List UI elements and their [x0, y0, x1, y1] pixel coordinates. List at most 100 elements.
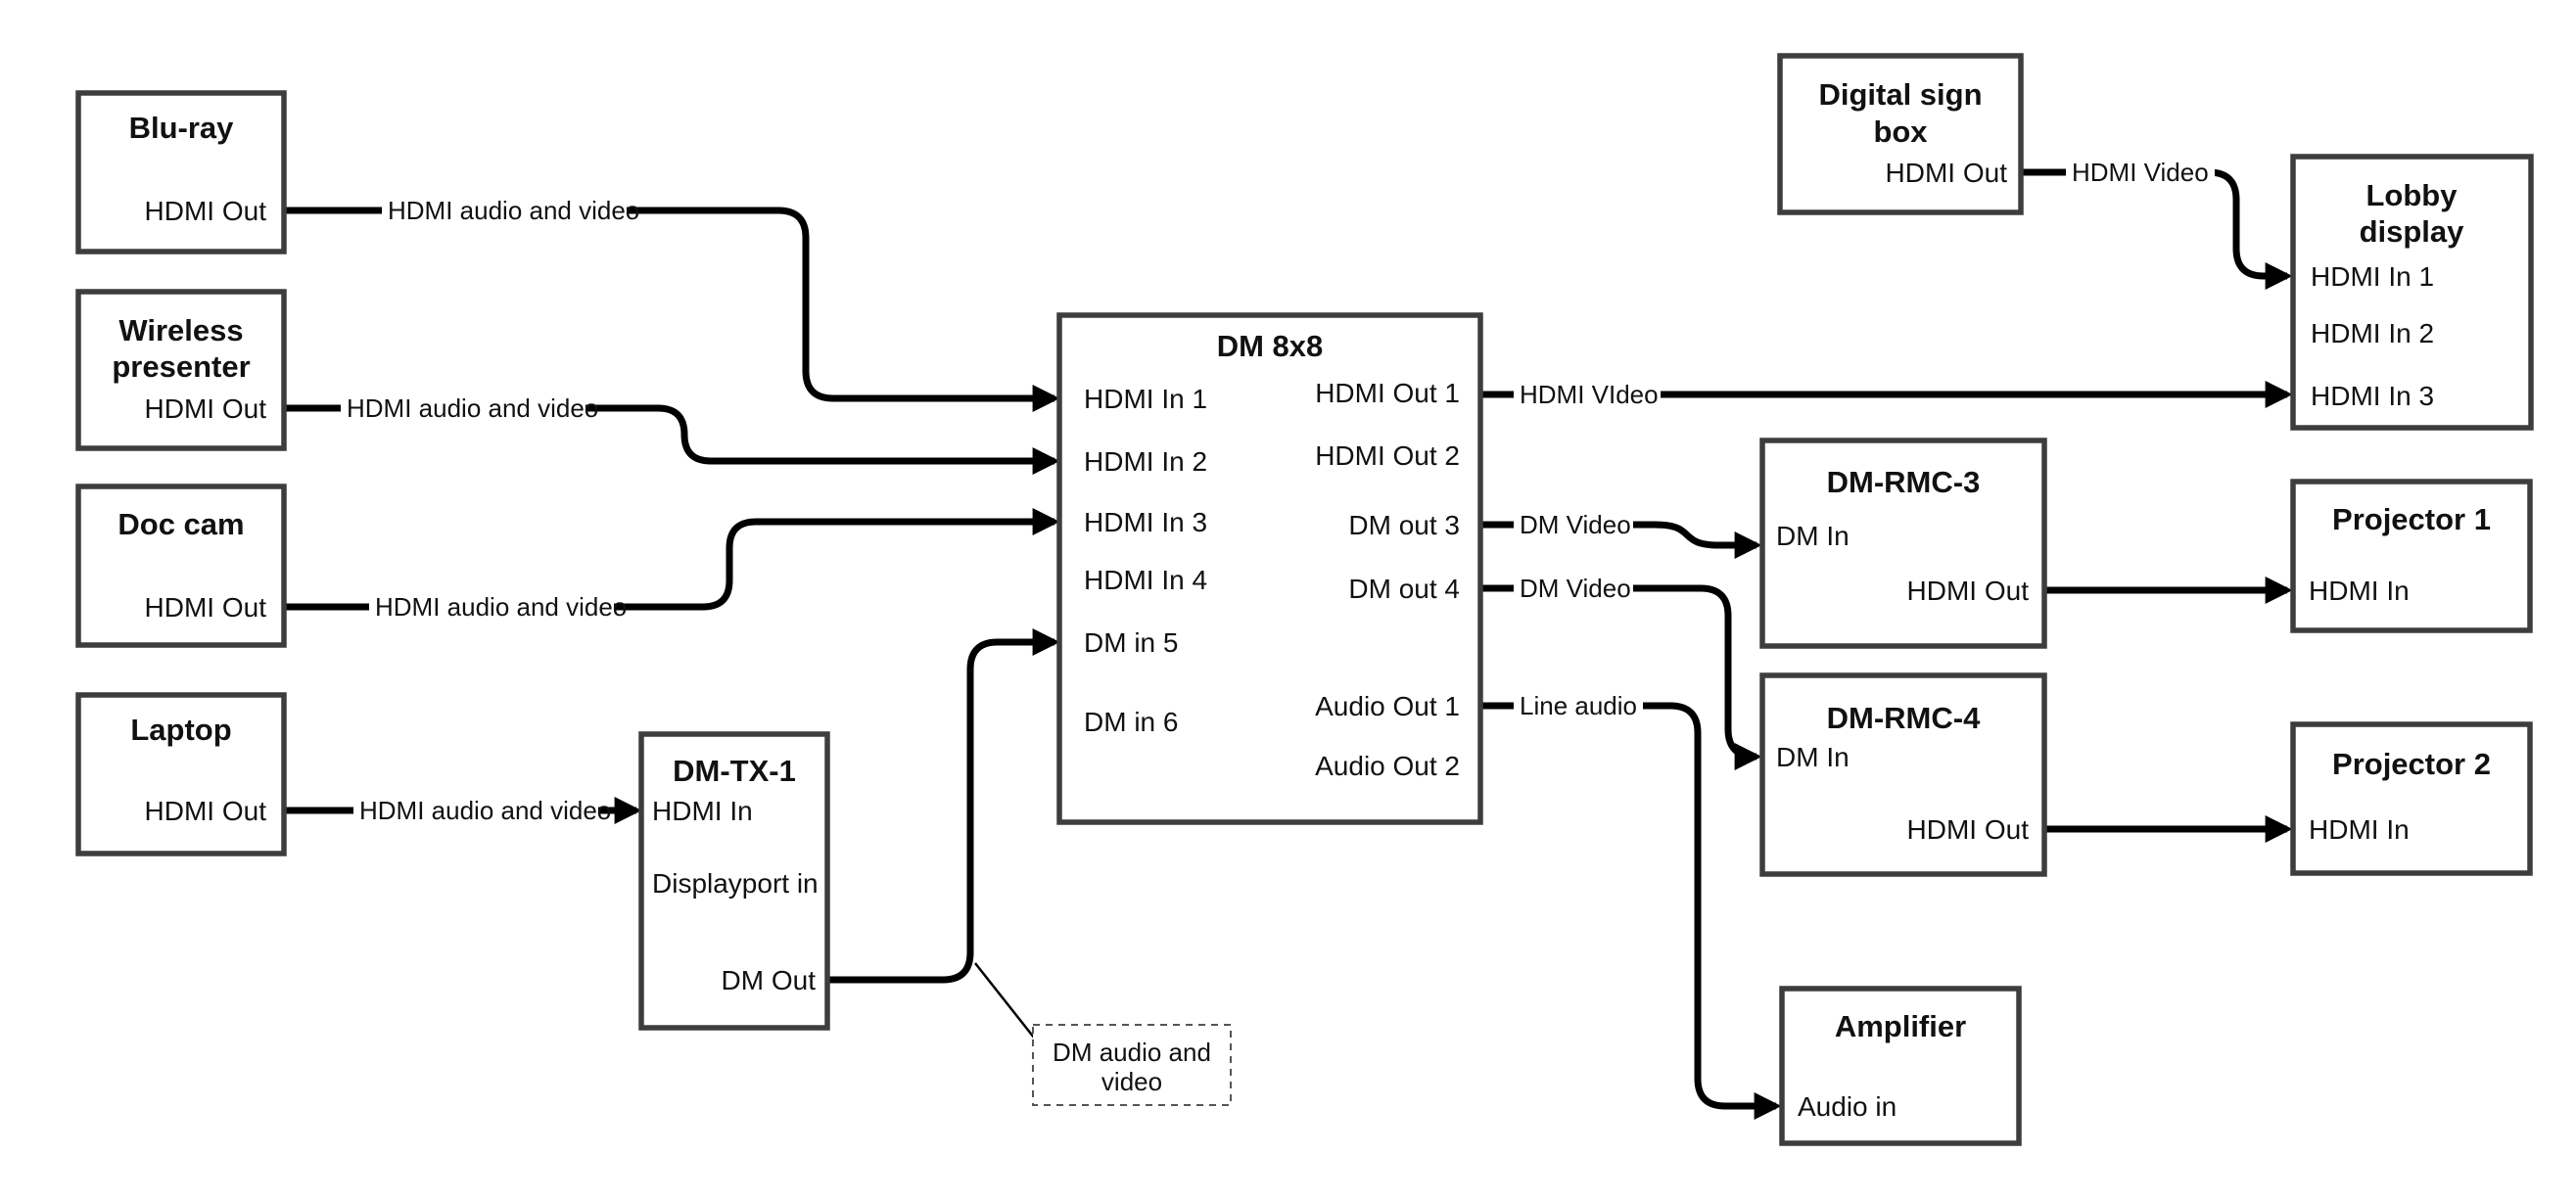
node-laptop: Laptop HDMI Out: [75, 692, 287, 856]
edge-label-bg: [1514, 506, 1633, 543]
node-dmrmc4-title: DM-RMC-4: [1827, 701, 1981, 735]
node-laptop-box: [75, 692, 287, 856]
port-dm8x8-hdmi-out-1: HDMI Out 1: [1315, 378, 1460, 408]
annotation-text-line1: DM audio and: [1053, 1038, 1211, 1067]
node-dmrmc4-box: [1759, 672, 2047, 877]
node-bluray-title: Blu-ray: [129, 111, 235, 145]
port-dm8x8-hdmi-out-2: HDMI Out 2: [1315, 440, 1460, 471]
port-dmtx1-dm-out: DM Out: [722, 965, 817, 995]
edge-label-bluray: HDMI audio and video: [388, 196, 639, 225]
node-projector2: Projector 2 HDMI In: [2290, 721, 2533, 876]
port-dmtx1-displayport-in: Displayport in: [652, 868, 819, 899]
node-dmrmc3: DM-RMC-3 DM In HDMI Out: [1759, 438, 2047, 649]
port-dmrmc4-hdmi-out: HDMI Out: [1907, 814, 2030, 845]
node-wireless-title-line2: presenter: [112, 349, 250, 384]
port-amplifier-audio-in: Audio in: [1798, 1091, 1897, 1122]
node-wireless-title-line1: Wireless: [118, 313, 243, 347]
node-amplifier-title: Amplifier: [1835, 1009, 1966, 1043]
edge-label-bg: [2066, 154, 2215, 191]
edge-labels: HDMI audio and video HDMI audio and vide…: [341, 154, 2215, 829]
port-dm8x8-audio-out-2: Audio Out 2: [1315, 751, 1460, 781]
node-doccam-box: [75, 484, 287, 648]
node-amplifier: Amplifier Audio in: [1779, 986, 2022, 1146]
port-laptop-hdmi-out: HDMI Out: [145, 796, 267, 826]
node-dmrmc4: DM-RMC-4 DM In HDMI Out: [1759, 672, 2047, 877]
port-dm8x8-hdmi-in-3: HDMI In 3: [1084, 507, 1207, 537]
node-dm8x8-title: DM 8x8: [1217, 329, 1324, 363]
edge-label-bg: [382, 192, 627, 229]
node-projector2-box: [2290, 721, 2533, 876]
node-digital-sign-box-rect: [1777, 53, 2024, 215]
node-projector1-box: [2290, 479, 2533, 633]
edge-digitalsign-to-lobby: [2021, 168, 2293, 290]
edge-label-bg: [353, 792, 598, 829]
port-projector2-hdmi-in: HDMI In: [2309, 814, 2410, 845]
port-dm8x8-audio-out-1: Audio Out 1: [1315, 691, 1460, 721]
port-dmrmc4-dm-in: DM In: [1776, 742, 1850, 772]
edge-label-audio-out1: Line audio: [1520, 691, 1637, 720]
edge-label-digital-sign: HDMI Video: [2072, 158, 2209, 187]
node-dm8x8-box: [1056, 312, 1483, 825]
annotation-box: [1032, 1024, 1232, 1106]
node-lobby-box: [2290, 154, 2534, 431]
node-dmtx1-title: DM-TX-1: [673, 754, 796, 788]
port-wireless-hdmi-out: HDMI Out: [145, 393, 267, 424]
node-bluray: Blu-ray HDMI Out: [75, 90, 287, 254]
node-lobby-display: Lobby display HDMI In 1 HDMI In 2 HDMI I…: [2290, 154, 2534, 431]
edge-label-dm-out3: DM Video: [1520, 510, 1631, 539]
edge-dm8x8-out3-to-dmrmc3: [1480, 521, 1762, 559]
edge-label-dm-out4: DM Video: [1520, 574, 1631, 603]
node-lobby-title-line1: Lobby: [2366, 178, 2459, 212]
edge-label-bg: [1514, 570, 1633, 607]
port-dmtx1-hdmi-in: HDMI In: [652, 796, 753, 826]
edge-label-doccam: HDMI audio and video: [375, 592, 627, 622]
port-dm8x8-dm-out-3: DM out 3: [1348, 510, 1460, 540]
node-dmrmc3-box: [1759, 438, 2047, 649]
node-wireless-box: [75, 289, 287, 451]
port-dm8x8-dm-out-4: DM out 4: [1348, 574, 1460, 604]
edge-bluray-to-dm8x8: [284, 207, 1060, 412]
node-dm8x8: DM 8x8 HDMI In 1 HDMI In 2 HDMI In 3 HDM…: [1056, 312, 1483, 825]
node-digital-sign-title-line1: Digital sign: [1818, 77, 1982, 112]
node-projector1-title: Projector 1: [2332, 502, 2491, 536]
port-bluray-hdmi-out: HDMI Out: [145, 196, 267, 226]
edge-label-bg: [1514, 376, 1661, 413]
node-doccam: Doc cam HDMI Out: [75, 484, 287, 648]
node-digital-sign-box: Digital sign box HDMI Out: [1777, 53, 2024, 215]
edge-wireless-to-dm8x8: [284, 404, 1060, 475]
node-dmtx1-box: [638, 731, 830, 1031]
port-lobby-hdmi-in-1: HDMI In 1: [2311, 261, 2434, 292]
edge-label-hdmi-out1: HDMI VIdeo: [1520, 380, 1659, 409]
annotation-callout-line: [974, 962, 1035, 1039]
node-laptop-title: Laptop: [130, 713, 231, 747]
port-dm8x8-hdmi-in-4: HDMI In 4: [1084, 565, 1207, 595]
port-dmrmc3-dm-in: DM In: [1776, 521, 1850, 551]
node-projector2-title: Projector 2: [2332, 747, 2491, 781]
port-dm8x8-hdmi-in-1: HDMI In 1: [1084, 384, 1207, 414]
node-doccam-title: Doc cam: [117, 507, 244, 541]
edge-dmtx1-to-dm8x8: [827, 628, 1060, 984]
port-dm8x8-dm-in-5: DM in 5: [1084, 627, 1178, 658]
port-dm8x8-dm-in-6: DM in 6: [1084, 707, 1178, 737]
node-amplifier-box: [1779, 986, 2022, 1146]
edge-label-bg: [341, 390, 585, 427]
port-lobby-hdmi-in-2: HDMI In 2: [2311, 318, 2434, 348]
port-digital-sign-hdmi-out: HDMI Out: [1886, 158, 2008, 188]
node-dmtx1: DM-TX-1 HDMI In Displayport in DM Out: [638, 731, 830, 1031]
edge-doccam-to-dm8x8: [284, 508, 1060, 611]
edge-label-laptop: HDMI audio and video: [359, 796, 611, 825]
edge-label-bg: [1514, 687, 1643, 724]
annotation-text-line2: video: [1101, 1067, 1162, 1096]
node-bluray-box: [75, 90, 287, 254]
port-projector1-hdmi-in: HDMI In: [2309, 576, 2410, 606]
annotation-dm-audio-video: DM audio and video: [1032, 1024, 1232, 1106]
node-dmrmc3-title: DM-RMC-3: [1827, 465, 1981, 499]
port-dm8x8-hdmi-in-2: HDMI In 2: [1084, 446, 1207, 477]
node-lobby-title-line2: display: [2360, 214, 2465, 249]
port-doccam-hdmi-out: HDMI Out: [145, 592, 267, 623]
port-lobby-hdmi-in-3: HDMI In 3: [2311, 381, 2434, 411]
edge-label-bg: [369, 588, 614, 625]
port-dmrmc3-hdmi-out: HDMI Out: [1907, 576, 2030, 606]
